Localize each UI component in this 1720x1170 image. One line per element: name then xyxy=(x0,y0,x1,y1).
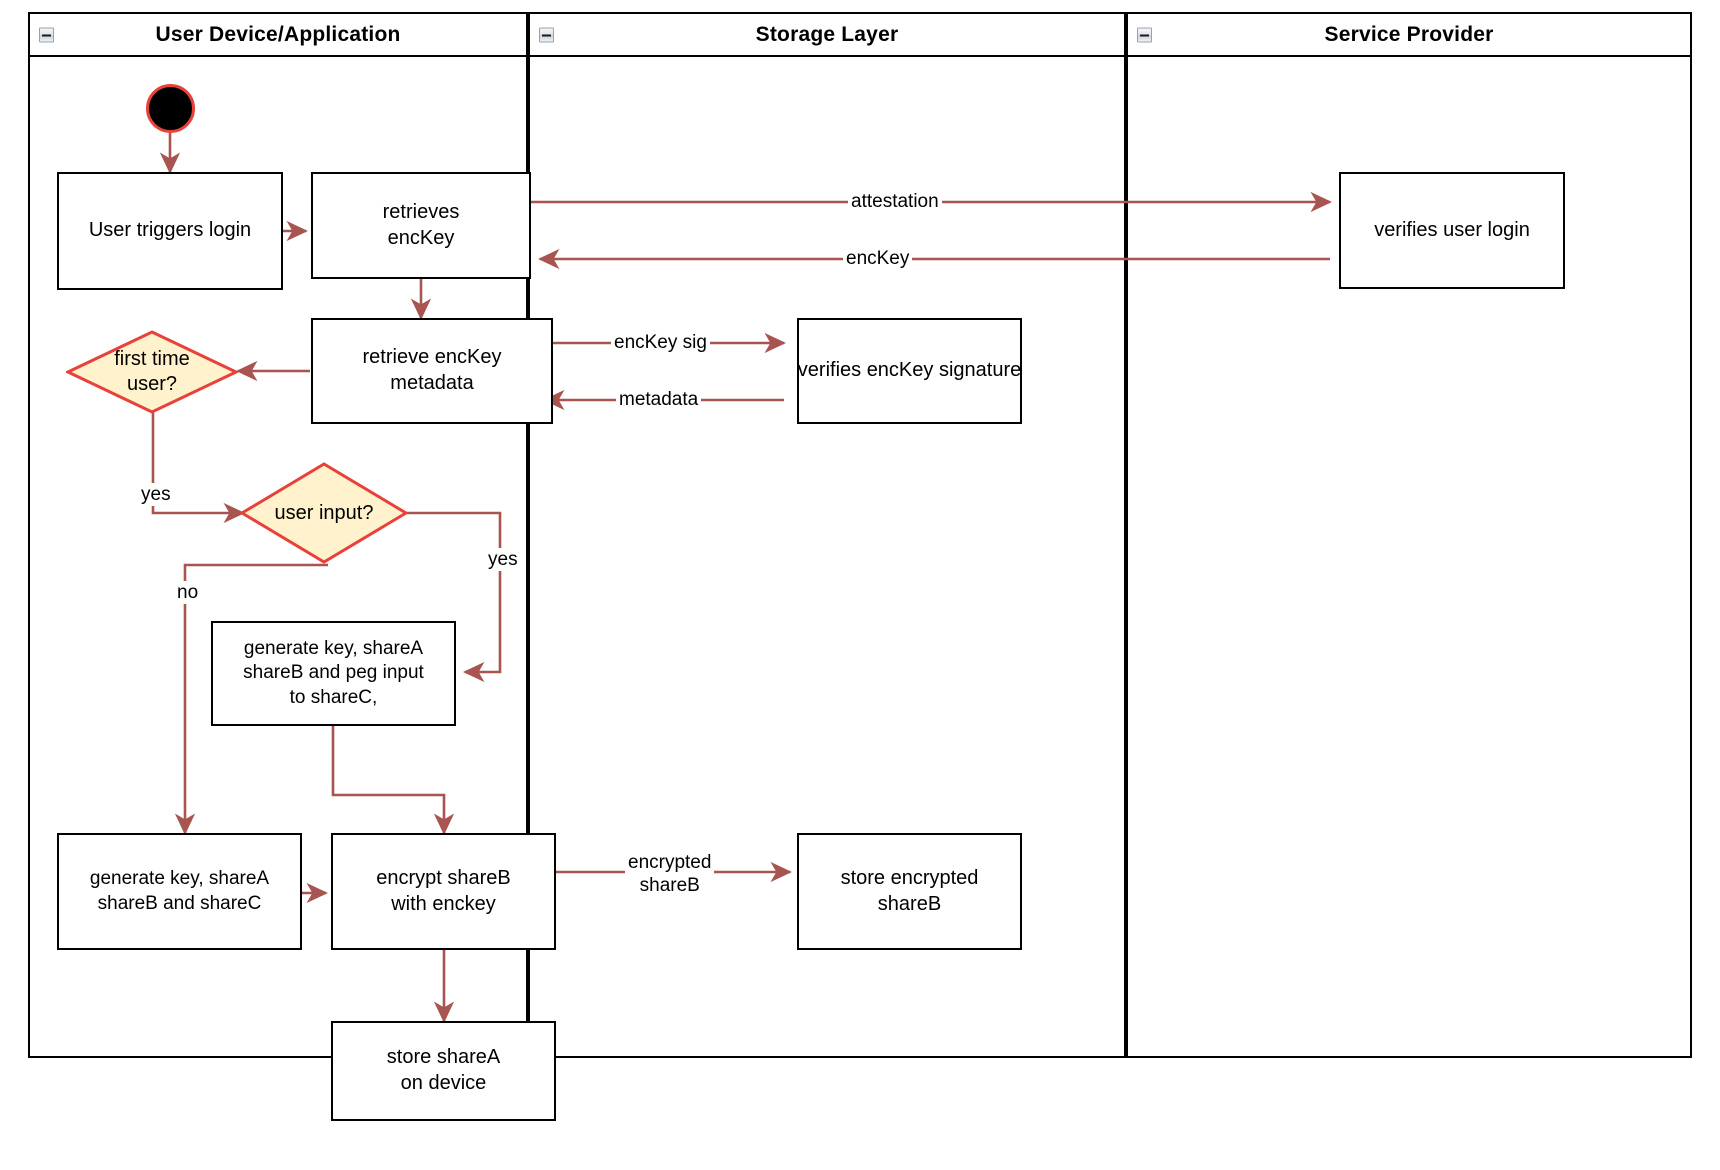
node-retrieve-enckey-metadata[interactable]: retrieve encKey metadata xyxy=(311,318,553,424)
collapse-minus-icon[interactable] xyxy=(39,27,54,42)
node-user-triggers-login[interactable]: User triggers login xyxy=(57,172,283,290)
node-generate-key-peg[interactable]: generate key, shareA shareB and peg inpu… xyxy=(211,621,456,726)
node-store-encrypted-shareb[interactable]: store encrypted shareB xyxy=(797,833,1022,950)
node-label: encrypt shareB with enckey xyxy=(376,866,511,915)
node-generate-key-shares[interactable]: generate key, shareA shareB and shareC xyxy=(57,833,302,950)
node-encrypt-shareb[interactable]: encrypt shareB with enckey xyxy=(331,833,556,950)
swimlane-service-provider xyxy=(1126,12,1692,1058)
edge-label-attestation: attestation xyxy=(848,190,942,214)
collapse-minus-icon[interactable] xyxy=(1137,27,1152,42)
node-verifies-user-login[interactable]: verifies user login xyxy=(1339,172,1565,289)
edge-label-enckey-sig: encKey sig xyxy=(611,331,710,355)
edge-label-enckey: encKey xyxy=(843,247,913,271)
start-node xyxy=(146,84,195,133)
node-user-input[interactable]: user input? xyxy=(240,462,408,564)
edge-label-yes-first-time: yes xyxy=(138,483,174,507)
node-label: store encrypted shareB xyxy=(840,866,979,915)
node-label: generate key, shareA shareB and shareC xyxy=(89,868,270,914)
node-label: generate key, shareA shareB and peg inpu… xyxy=(243,638,424,708)
node-label: retrieve encKey metadata xyxy=(362,346,502,394)
node-first-time-user[interactable]: first time user? xyxy=(66,330,238,414)
node-label: verifies encKey signature xyxy=(797,359,1022,382)
edge-label-yes-user-input: yes xyxy=(485,548,521,572)
collapse-minus-icon[interactable] xyxy=(539,27,554,42)
node-label: User triggers login xyxy=(88,219,252,242)
node-label: verifies user login xyxy=(1374,218,1530,241)
swimlane-title-storage-layer: Storage Layer xyxy=(755,22,899,46)
swimlane-header-service-provider[interactable]: Service Provider xyxy=(1126,12,1692,57)
edge-label-metadata: metadata xyxy=(616,388,702,412)
swimlane-title-service-provider: Service Provider xyxy=(1324,22,1494,46)
node-store-sharea-on-device[interactable]: store shareA on device xyxy=(331,1021,556,1121)
node-label: retrieves encKey xyxy=(382,200,460,249)
swimlane-header-user-device[interactable]: User Device/Application xyxy=(28,12,528,57)
node-verifies-enckey-signature[interactable]: verifies encKey signature xyxy=(797,318,1022,424)
node-label: store shareA on device xyxy=(386,1046,501,1094)
edge-label-encrypted-shareb: encrypted shareB xyxy=(625,851,715,898)
swimlane-title-user-device: User Device/Application xyxy=(155,22,401,46)
edge-label-no-user-input: no xyxy=(174,581,202,605)
node-retrieves-enckey[interactable]: retrieves encKey xyxy=(311,172,531,279)
swimlane-header-storage-layer[interactable]: Storage Layer xyxy=(528,12,1126,57)
